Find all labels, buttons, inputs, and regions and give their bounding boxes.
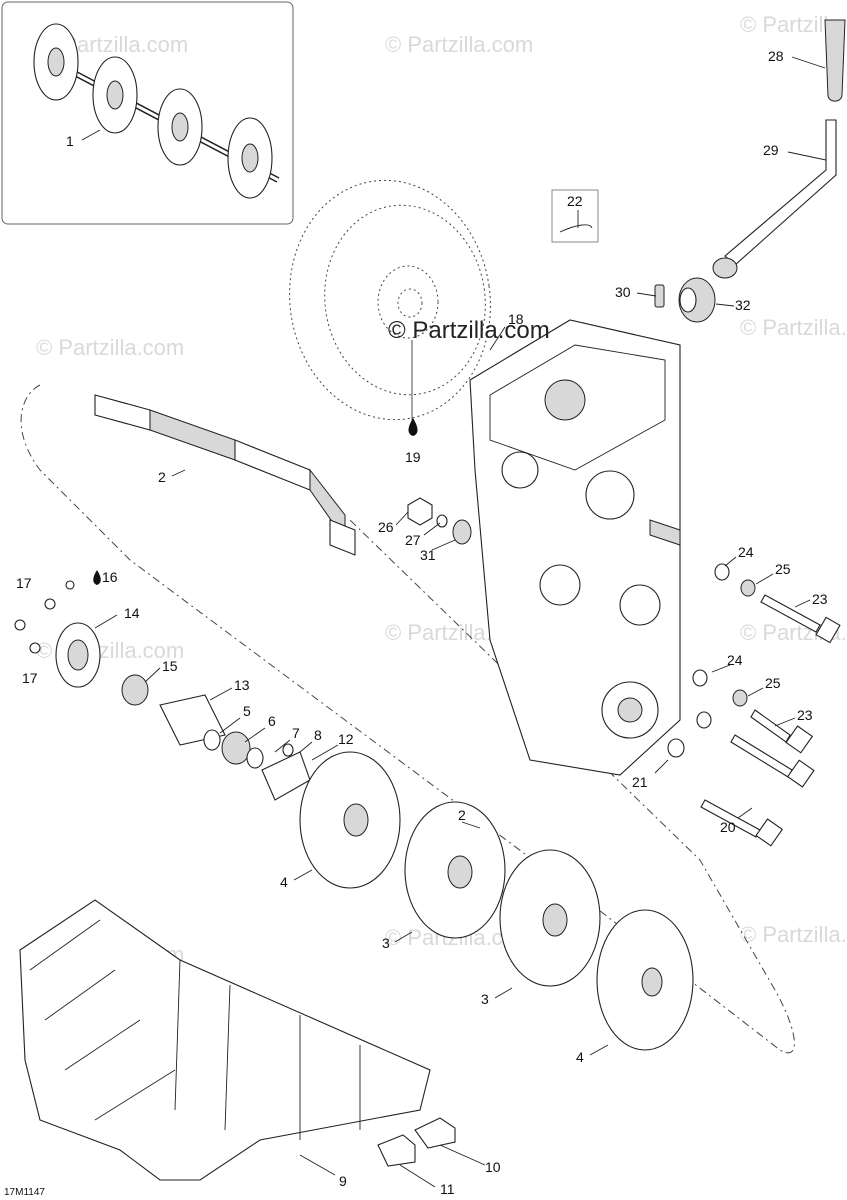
callout-4: 4: [280, 874, 288, 890]
bolt-23: [760, 594, 841, 644]
bearing-15: [121, 674, 149, 706]
inset-sprocket: [92, 56, 138, 134]
callout-27: 27: [405, 532, 421, 548]
inset-sprocket: [33, 23, 79, 101]
callout-17: 17: [22, 670, 38, 686]
callout-24: 24: [727, 652, 743, 668]
callout-1: 1: [66, 133, 74, 149]
leader-lines: [81, 56, 827, 1188]
callout-2: 2: [158, 469, 166, 485]
callout-16: 16: [102, 569, 118, 585]
inset-drive-axle-assembly: [1, 1, 294, 225]
callouts: 1 2 2 3 3 4 4 5 6 7 8 9 10 11 12 13 14 1…: [16, 48, 828, 1197]
callout-7: 7: [292, 725, 300, 741]
drawing-code: 17M1147: [4, 1187, 45, 1198]
pin-30: [654, 284, 665, 308]
callout-5: 5: [243, 703, 251, 719]
watermark: © Partzilla.com: [740, 922, 847, 947]
callout-8: 8: [314, 727, 322, 743]
bearing-flange-14: [55, 622, 101, 688]
watermark-center: © Partzilla.com: [388, 317, 550, 344]
slider-clip-10: [414, 1117, 456, 1149]
washer-7: [246, 747, 264, 769]
watermark: © Partzilla.com: [385, 32, 533, 57]
callout-14: 14: [124, 605, 140, 621]
sprocket-3: [404, 801, 506, 939]
callout-28: 28: [768, 48, 784, 64]
callout-4: 4: [576, 1049, 584, 1065]
bolt-23: [750, 709, 814, 754]
callout-30: 30: [615, 284, 631, 300]
callout-3: 3: [481, 991, 489, 1007]
lever-29: [712, 119, 837, 279]
callout-12: 12: [338, 731, 354, 747]
callout-18: 18: [508, 311, 524, 327]
sprocket-4: [299, 751, 401, 889]
slider-clip-11: [377, 1134, 416, 1167]
callout-26: 26: [378, 519, 394, 535]
callout-15: 15: [162, 658, 178, 674]
callout-13: 13: [234, 677, 250, 693]
callout-32: 32: [735, 297, 751, 313]
clip-22: [551, 189, 599, 243]
sprocket-3: [499, 849, 601, 987]
bolt-20: [700, 799, 784, 847]
ring-5: [203, 729, 221, 751]
callout-19: 19: [405, 449, 421, 465]
nut-26: [407, 497, 433, 526]
nuts-17: [14, 598, 56, 654]
callout-20: 20: [720, 819, 736, 835]
callout-3: 3: [382, 935, 390, 951]
tool-28: [824, 19, 846, 102]
callout-22: 22: [567, 193, 583, 209]
callout-25: 25: [765, 675, 781, 691]
callout-2: 2: [458, 807, 466, 823]
callout-31: 31: [420, 547, 436, 563]
callout-24: 24: [738, 544, 754, 560]
track-9: [19, 899, 431, 1181]
gear-sprocket-31: [452, 519, 472, 545]
inset-wheel: [227, 117, 273, 199]
grease-16: [65, 570, 101, 590]
wheel-4: [596, 909, 694, 1051]
callout-10: 10: [485, 1159, 501, 1175]
bushing-32: [678, 277, 716, 323]
driven-pulley-ghost: [289, 179, 491, 421]
callout-23: 23: [797, 707, 813, 723]
oring-8: [282, 743, 294, 757]
bearing-6: [221, 731, 251, 765]
callout-17: 17: [16, 575, 32, 591]
callout-25: 25: [775, 561, 791, 577]
callout-23: 23: [812, 591, 828, 607]
watermark: © Partzilla.com: [36, 335, 184, 360]
drain-oil-19: [408, 418, 418, 436]
countershaft: [94, 394, 356, 556]
callout-11: 11: [440, 1181, 455, 1197]
bolt-23: [730, 734, 815, 788]
callout-29: 29: [763, 142, 779, 158]
inset-sprocket: [157, 88, 203, 166]
washer-27: [436, 514, 448, 528]
washers-24-25-21: [667, 563, 756, 758]
callout-9: 9: [339, 1173, 347, 1189]
seal-12: [261, 751, 311, 801]
callout-6: 6: [268, 713, 276, 729]
chaincase-housing: [469, 319, 681, 776]
watermark: © Partzilla.com: [740, 315, 847, 340]
callout-21: 21: [632, 774, 648, 790]
